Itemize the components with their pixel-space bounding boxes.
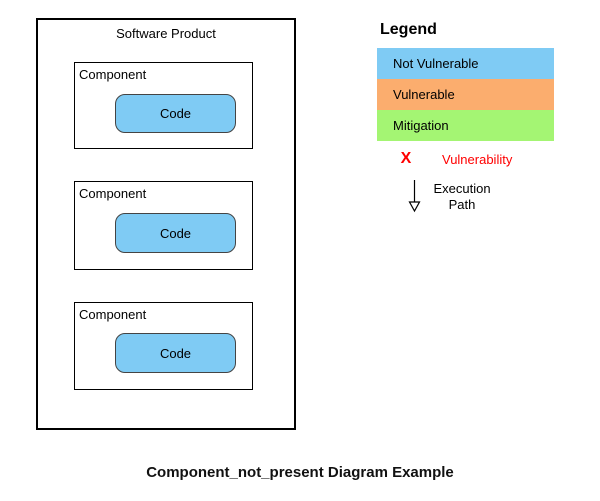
code-box-2: Code xyxy=(115,213,236,253)
code-label-1: Code xyxy=(159,106,192,121)
code-box-1: Code xyxy=(115,94,236,133)
legend-swatches: Not Vulnerable Vulnerable Mitigation xyxy=(377,48,554,141)
legend-item-vulnerable: Vulnerable xyxy=(377,79,554,110)
vulnerability-x-icon: X xyxy=(400,150,412,167)
code-label-2: Code xyxy=(159,225,192,241)
code-box-3: Code xyxy=(115,333,236,373)
diagram-caption: Component_not_present Diagram Example xyxy=(146,464,454,481)
vulnerability-label: Vulnerability xyxy=(442,152,513,167)
execution-path-label: Execution Path xyxy=(433,181,491,212)
component-label-3: Component xyxy=(79,307,147,322)
legend-item-mitigation: Mitigation xyxy=(377,110,554,141)
legend-item-not-vulnerable: Not Vulnerable xyxy=(377,48,554,79)
component-label-2: Component xyxy=(79,186,147,201)
software-product-label: Software Product xyxy=(116,26,216,41)
code-label-3: Code xyxy=(159,345,192,361)
component-label-1: Component xyxy=(79,67,147,82)
legend-title: Legend xyxy=(380,21,437,38)
execution-path-arrow-icon xyxy=(408,180,421,213)
